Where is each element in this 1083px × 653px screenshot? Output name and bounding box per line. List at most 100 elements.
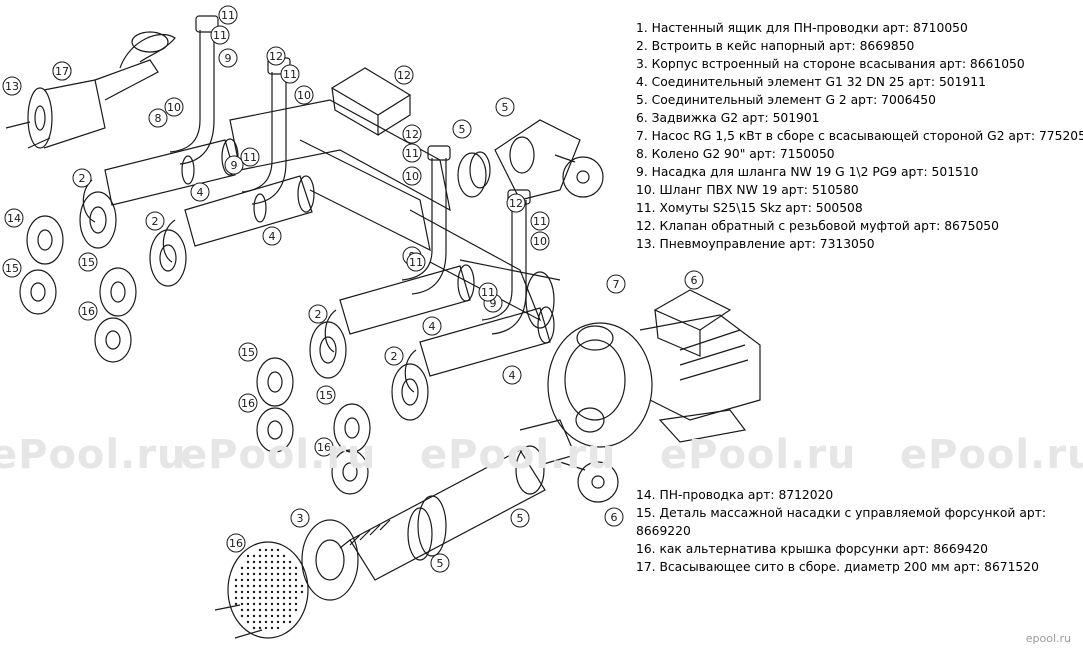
callout-circle: [495, 97, 515, 117]
strainer-hole: [252, 614, 256, 618]
strainer-hole: [288, 578, 292, 582]
watermark: ePool.ru: [0, 432, 187, 478]
callout-circle: [294, 85, 314, 105]
strainer-hole: [270, 566, 274, 570]
callout-number: 15: [241, 346, 255, 359]
strainer-hole: [270, 590, 274, 594]
strainer-hole: [258, 626, 262, 630]
strainer-hole: [264, 584, 268, 588]
callout-circle: [72, 168, 92, 188]
callout-number: 7: [613, 278, 620, 291]
callout-circle: [422, 316, 442, 336]
watermark: ePool.ru: [420, 432, 617, 478]
strainer-hole: [240, 572, 244, 576]
callout-number: 13: [5, 80, 19, 93]
callout-number: 17: [55, 65, 69, 78]
strainer-hole: [276, 578, 280, 582]
callout-number: 16: [229, 537, 243, 550]
suction-strainer-holes: [234, 548, 304, 630]
strainer-hole: [282, 596, 286, 600]
callout-circle: [218, 48, 238, 68]
strainer-hole: [294, 608, 298, 612]
callout-number: 2: [391, 350, 398, 363]
callout-circle: [402, 166, 422, 186]
strainer-hole: [258, 560, 262, 564]
legend-item: 2. Встроить в кейс напорный арт: 8669850: [636, 39, 915, 53]
strainer-hole: [282, 614, 286, 618]
callout-circle: [478, 282, 498, 302]
watermark: ePool.ru: [900, 432, 1083, 478]
callout-circle: [4, 208, 24, 228]
strainer-hole: [264, 620, 268, 624]
legend-item: 10. Шланг ПВХ NW 19 арт: 510580: [636, 183, 859, 197]
strainer-hole: [252, 560, 256, 564]
strainer-hole: [240, 566, 244, 570]
strainer-hole: [282, 578, 286, 582]
strainer-hole: [246, 554, 250, 558]
strainer-hole: [282, 572, 286, 576]
suction-line: [214, 419, 619, 639]
callout-number: 4: [509, 369, 516, 382]
strainer-hole: [246, 590, 250, 594]
callout-circle: [316, 385, 336, 405]
strainer-hole: [252, 626, 256, 630]
strainer-hole: [288, 602, 292, 606]
strainer-hole: [276, 554, 280, 558]
strainer-hole: [240, 608, 244, 612]
strainer-hole: [282, 602, 286, 606]
callout-number: 11: [405, 147, 419, 160]
callout-number: 14: [7, 212, 21, 225]
legend-item: 3. Корпус встроенный на стороне всасыван…: [636, 57, 1025, 71]
legend-item: 11. Хомуты S25\15 Skz арт: 500508: [636, 201, 863, 215]
strainer-hole: [234, 578, 238, 582]
callout-circle: [314, 437, 334, 457]
callout-circle: [224, 155, 244, 175]
strainer-hole: [276, 548, 280, 552]
strainer-hole: [258, 590, 262, 594]
callout-circle: [604, 507, 624, 527]
callout-circle: [452, 119, 472, 139]
strainer-hole: [294, 572, 298, 576]
legend-item: 9. Насадка для шланга NW 19 G 1\2 PG9 ар…: [636, 165, 979, 179]
callout-circle: [218, 5, 238, 25]
callout-circle: [684, 270, 704, 290]
strainer-hole: [246, 578, 250, 582]
legend-item: 5. Соединительный элемент G 2 арт: 70064…: [636, 93, 936, 107]
callout-circle: [402, 143, 422, 163]
strainer-hole: [300, 584, 304, 588]
callout-circle: [530, 231, 550, 251]
callout-circle: [510, 508, 530, 528]
legend-item: 13. Пневмоуправление арт: 7313050: [636, 237, 875, 251]
strainer-hole: [264, 554, 268, 558]
parts-legend-bottom: 14. ПН-проводка арт: 8712020 15. Деталь …: [636, 486, 1056, 576]
callout-number: 6: [611, 511, 618, 524]
strainer-hole: [258, 572, 262, 576]
callout-circle: [2, 76, 22, 96]
strainer-hole: [252, 554, 256, 558]
strainer-hole: [240, 590, 244, 594]
callout-circle: [290, 508, 310, 528]
strainer-hole: [270, 560, 274, 564]
strainer-hole: [276, 602, 280, 606]
legend-item: 14. ПН-проводка арт: 8712020: [636, 488, 834, 502]
callout-number: 2: [79, 172, 86, 185]
legend-item: 6. Задвижка G2 арт: 501901: [636, 111, 820, 125]
callout-circle: [148, 108, 168, 128]
watermark: ePool.ru: [180, 432, 377, 478]
callout-circle: [2, 258, 22, 278]
callout-circle: [308, 304, 328, 324]
strainer-hole: [282, 566, 286, 570]
callout-circle: [240, 147, 260, 167]
strainer-hole: [264, 572, 268, 576]
strainer-hole: [276, 620, 280, 624]
callout-circle: [266, 46, 286, 66]
strainer-hole: [270, 620, 274, 624]
callout-circle: [52, 61, 72, 81]
callout-circle: [406, 252, 426, 272]
pump-assembly: [547, 289, 761, 448]
strainer-hole: [270, 548, 274, 552]
strainer-hole: [252, 566, 256, 570]
strainer-hole: [252, 602, 256, 606]
strainer-hole: [246, 560, 250, 564]
